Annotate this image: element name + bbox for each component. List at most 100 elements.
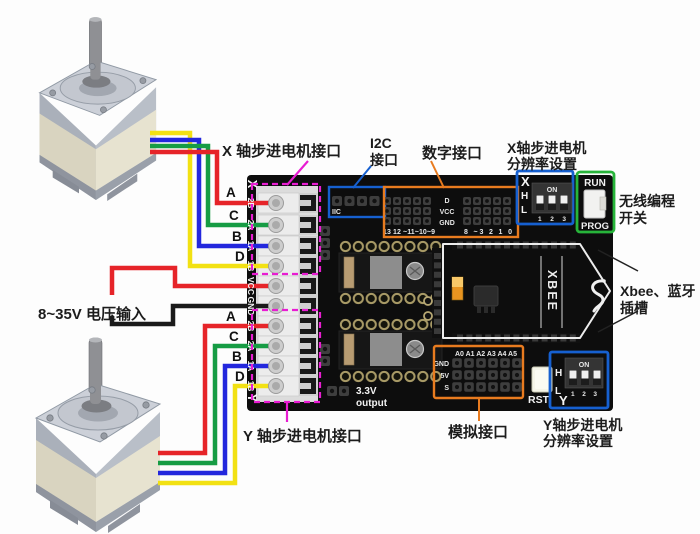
- prog-label: PROG: [581, 221, 609, 232]
- digital-row-d: D: [444, 198, 449, 205]
- x-dip-slider-3: [560, 195, 568, 204]
- y-dip-annotation-box: [548, 350, 610, 410]
- x-dip-low: L: [521, 205, 527, 216]
- wire-letter-labels: A C B D A C B D: [226, 185, 245, 384]
- runprog-annotation-box: [575, 170, 616, 234]
- i2c-label-line1: I2C: [370, 135, 392, 151]
- v33-output: 3.3V output: [356, 386, 388, 409]
- x-res-label-line2: 分辨率设置: [507, 156, 577, 172]
- digital-pins-right-block: [462, 196, 513, 226]
- i2c-leader: [352, 165, 372, 189]
- digital-port-label: 数字接口: [422, 144, 482, 162]
- driver-x-capacitor: [343, 256, 355, 289]
- xbee-slot-label-line1: Xbee、蓝牙: [620, 283, 695, 299]
- wire-label-y-d: D: [235, 369, 245, 384]
- wire-label-y-c: C: [229, 329, 239, 344]
- mounting-hole: [423, 296, 433, 306]
- stepper-motor-x: [39, 16, 157, 202]
- i2c-label-line2: 接口: [370, 152, 398, 168]
- wire-label-y-a: A: [226, 309, 236, 324]
- wireless-programming-switch: RUN PROG: [575, 170, 616, 234]
- analog-port-label: 模拟接口: [448, 423, 508, 441]
- y-motor-port-label: Y 轴步进电机接口: [243, 427, 362, 445]
- power-wire-black: [109, 303, 272, 327]
- stepper-motor-y: [35, 337, 161, 534]
- y-dip-slider-1: [569, 370, 577, 379]
- wire-label-x-b: B: [232, 229, 242, 244]
- power-wires: [109, 265, 272, 327]
- wire-x-d-yellow: [150, 130, 272, 269]
- wire-label-y-b: B: [232, 349, 242, 364]
- v33-line1: 3.3V: [356, 386, 377, 397]
- analog-row-gnd: GND: [433, 361, 449, 368]
- xbee-leader-bottom: [597, 310, 639, 333]
- wire-x-b-blue: [150, 137, 272, 249]
- y-microstep-dip: H L Y ON 1 2 3: [548, 350, 610, 410]
- run-label: RUN: [584, 178, 606, 189]
- digital-pins-left-block: [382, 196, 432, 226]
- rst-label: RST: [528, 394, 550, 406]
- xbee-footprint-outline: [442, 243, 611, 339]
- digital-leader: [430, 160, 445, 189]
- annotation-labels: X 轴步进电机接口 I2C 接口 数字接口 X轴步进电机 分辨率设置 无线编程 …: [38, 135, 695, 449]
- regulator-transistor: [473, 285, 499, 307]
- analog-col-labels: A0 A1 A2 A3 A4 A5: [455, 351, 517, 358]
- power-input-label: 8~35V 电压输入: [38, 305, 146, 323]
- pin-label: 2B: [246, 198, 256, 209]
- x-dip-on: ON: [547, 187, 558, 194]
- iic-label: IIC: [332, 209, 341, 216]
- dfrobot-logo: [591, 279, 606, 313]
- leader-lines: [285, 160, 639, 422]
- xbee-leader-top: [597, 249, 639, 272]
- driver-y-capacitor: [343, 333, 355, 366]
- x-terminal-highlight-box: [250, 182, 322, 276]
- driver-x-chip: [370, 256, 402, 289]
- digital-pin-numbers-left: 13 12 ~11~10~9: [383, 229, 435, 236]
- x-dip-annotation-box: [515, 169, 575, 226]
- reset-button: RST: [528, 366, 553, 406]
- y-dip-numbers: 1 2 3: [571, 391, 597, 398]
- wire-x-a-red: [150, 149, 272, 206]
- x-motor-wires: [150, 130, 272, 269]
- v33-line2: output: [356, 398, 388, 409]
- power-wire-red: [109, 265, 272, 295]
- digital-pin-numbers-right: 8 ~3 2 1 0: [464, 229, 512, 236]
- wire-y-c-green: [158, 343, 272, 466]
- y-dip-low: L: [555, 386, 561, 397]
- x-res-label-line1: X轴步进电机: [507, 140, 586, 156]
- analog-pin-grid: [451, 357, 523, 393]
- digital-row-vcc: VCC: [440, 209, 455, 216]
- x-dip-numbers: 1 2 3: [538, 216, 566, 223]
- digital-row-gnd: GND: [439, 220, 455, 227]
- pin-label: GND: [246, 297, 256, 316]
- x-dip-slider-1: [536, 195, 544, 204]
- y-dip-high: H: [555, 368, 562, 379]
- wireless-label-line2: 开关: [619, 210, 647, 226]
- driver-y-chip: [370, 333, 402, 366]
- x-dip-axis: X: [521, 174, 530, 189]
- wire-label-x-c: C: [229, 208, 239, 223]
- pin-label: VCC: [246, 277, 256, 295]
- y-dip-on: ON: [579, 362, 590, 369]
- analog-row-5v: 5V: [440, 373, 449, 380]
- x-microstep-dip: X H L ON 1 2 3: [515, 169, 575, 226]
- x-port-leader: [286, 160, 309, 186]
- analog-row-s: S: [444, 385, 449, 392]
- terminal-block: [256, 186, 319, 402]
- x-motor-port-label: X 轴步进电机接口: [222, 142, 341, 160]
- digital-header: D VCC GND 13 12 ~11~10~9 8 ~3 2 1 0: [382, 185, 520, 239]
- wire-y-a-red: [158, 323, 272, 456]
- wire-label-x-a: A: [226, 185, 236, 200]
- mounting-hole: [423, 311, 433, 321]
- y-res-label-line2: 分辨率设置: [543, 433, 613, 449]
- stepper-driver-modules: [338, 240, 443, 383]
- x-dip-high: H: [521, 191, 528, 202]
- xbee-slot-label-line2: 插槽: [620, 300, 648, 316]
- y-dip-slider-2: [581, 370, 589, 379]
- xbee-socket: XBEE: [423, 240, 611, 343]
- xbee-silkscreen-label: XBEE: [545, 270, 559, 312]
- y-dip-slider-3: [593, 370, 601, 379]
- y-dip-axis: Y: [559, 393, 568, 408]
